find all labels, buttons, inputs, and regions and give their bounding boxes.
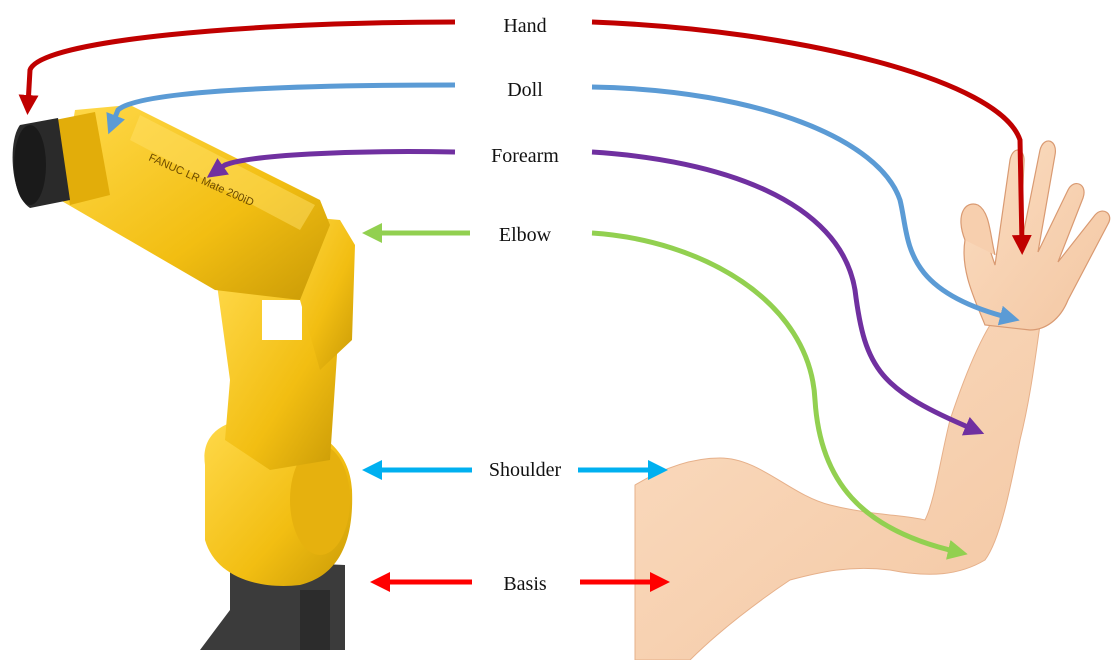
label-forearm: Forearm	[455, 144, 595, 168]
label-hand: Hand	[455, 14, 595, 38]
label-basis: Basis	[455, 572, 595, 596]
label-doll: Doll	[455, 78, 595, 102]
human-shoulder-upper-arm	[635, 325, 1040, 660]
label-elbow: Elbow	[455, 223, 595, 247]
forearm-arrow-right	[592, 152, 975, 430]
label-shoulder: Shoulder	[455, 458, 595, 482]
doll-arrow-right	[592, 87, 1010, 318]
human-arm-illustration	[635, 141, 1110, 660]
hand-arrow-left	[28, 22, 455, 105]
robot-arm-illustration: FANUC LR Mate 200iD	[13, 105, 355, 650]
doll-arrow-left	[112, 85, 455, 125]
